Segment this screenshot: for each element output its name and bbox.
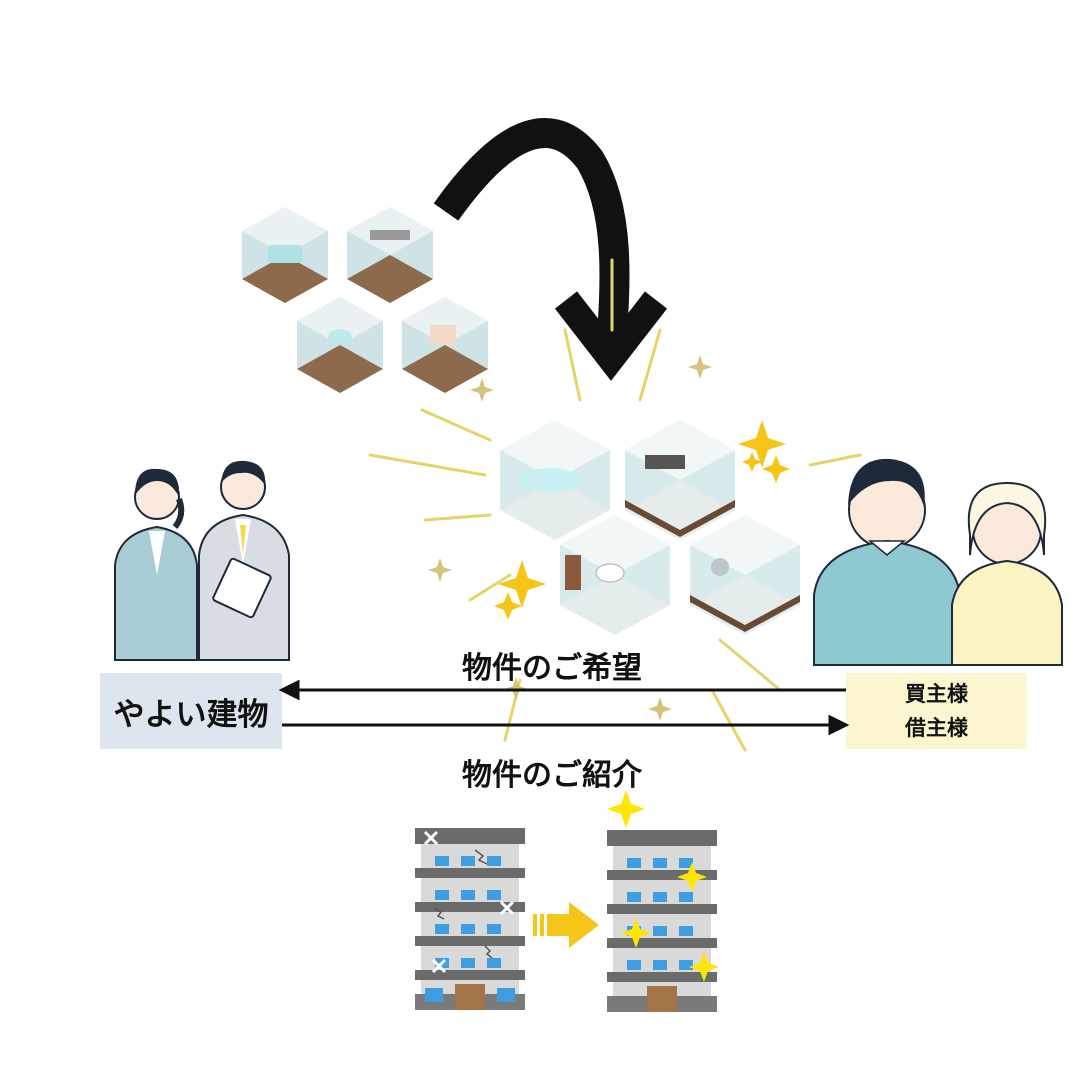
staff-illustration — [114, 460, 290, 661]
company-box: やよい建物 — [100, 673, 282, 749]
introduction-arrow — [282, 714, 850, 736]
old-building-icon — [415, 828, 525, 1010]
client-box: 買主様 借主様 — [846, 673, 1027, 749]
request-label: 物件のご希望 — [462, 651, 642, 686]
client-buyer-label: 買主様 — [905, 682, 968, 706]
company-name: やよい建物 — [113, 696, 269, 733]
renovated-building-icon — [607, 790, 719, 1012]
clients-illustration — [813, 458, 1063, 666]
request-arrow — [278, 679, 846, 701]
introduction-label: 物件のご紹介 — [462, 758, 642, 793]
client-tenant-label: 借主様 — [905, 716, 968, 740]
renovated-room-set-icon — [500, 420, 800, 635]
room-set-icon — [242, 207, 488, 393]
yellow-right-arrow-icon — [533, 902, 599, 948]
